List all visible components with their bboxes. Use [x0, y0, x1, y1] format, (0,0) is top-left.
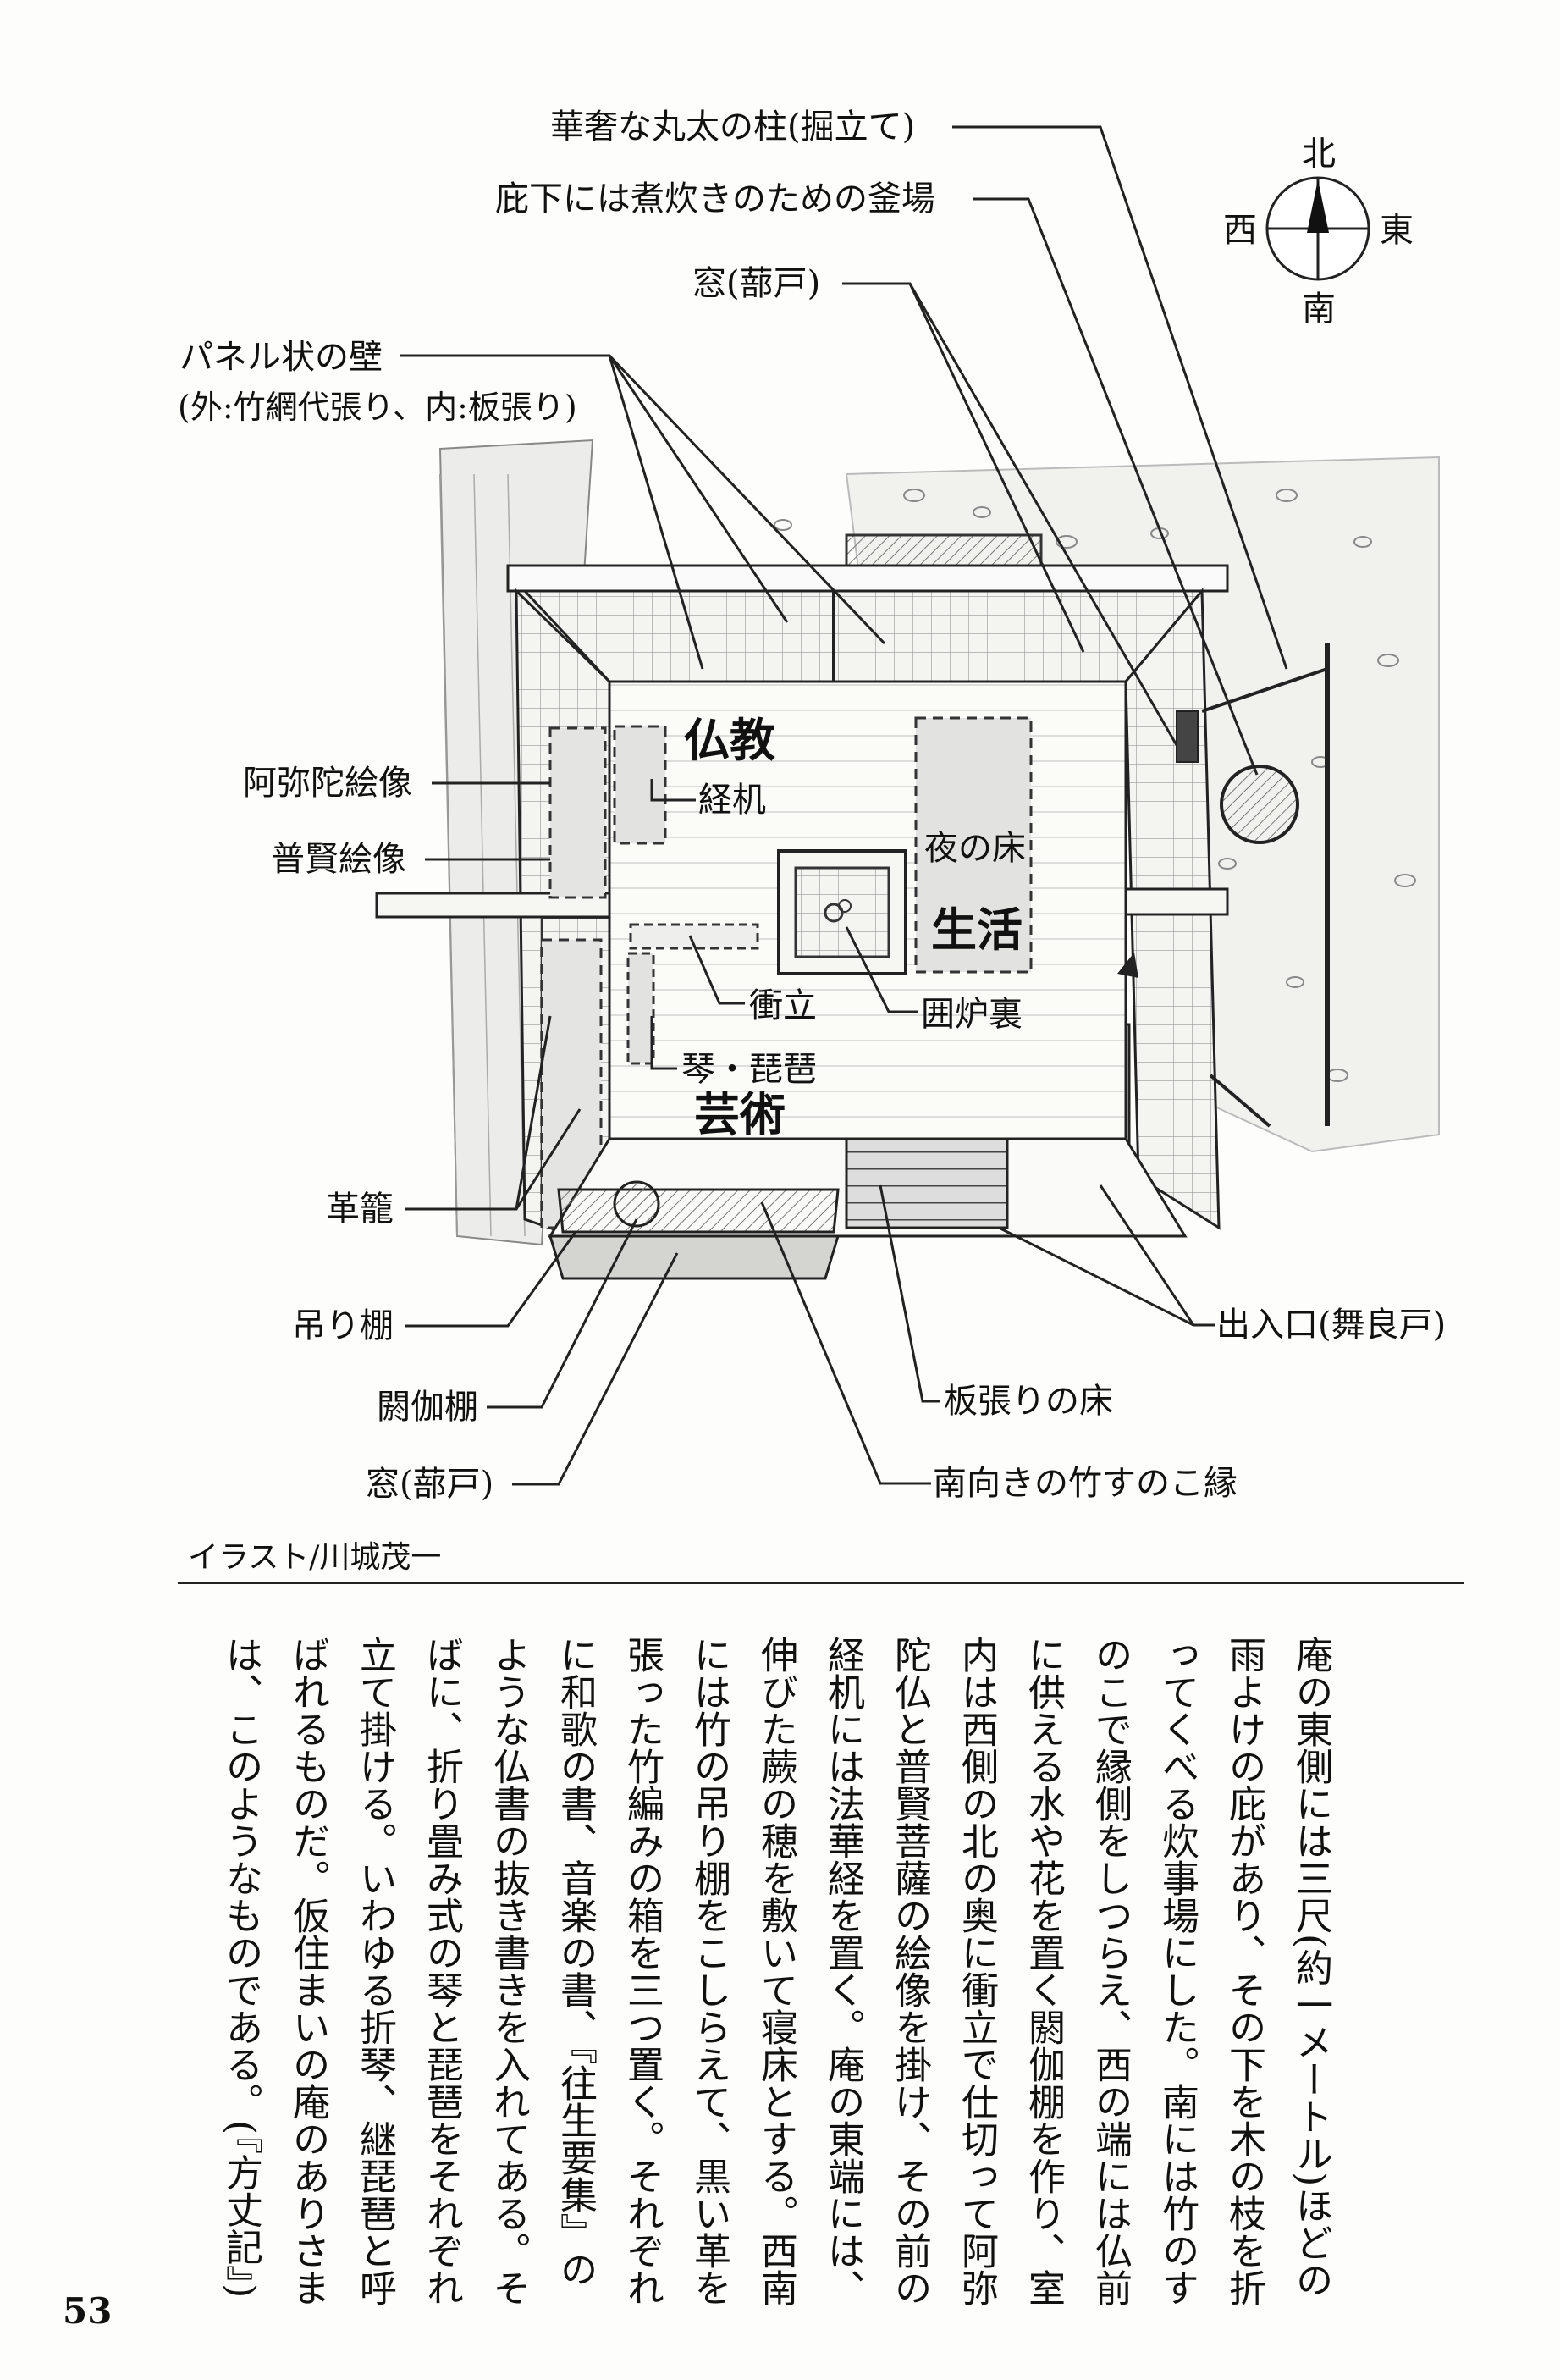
bed-zone — [914, 716, 1033, 974]
label-kawago: 革籠 — [326, 1190, 394, 1229]
zone-life: 生活 — [931, 903, 1023, 957]
body-text: 庵の東側には三尺(約一メートル)ほどの雨よけの庇があり、その下を木の枝を折ってく… — [219, 1636, 1332, 2306]
koto-zone — [626, 952, 655, 1065]
label-yoru-no-toko: 夜の床 — [924, 829, 1026, 868]
label-window-top: 窓(蔀戸) — [692, 264, 821, 303]
leader-lines — [400, 125, 1288, 1486]
label-tsuitate: 衝立 — [749, 986, 817, 1025]
label-irori: 囲炉裏 — [921, 995, 1023, 1034]
front-floor — [548, 1137, 1188, 1280]
label-tsuridana: 吊り棚 — [292, 1306, 394, 1345]
zone-buddhism: 仏教 — [684, 714, 775, 767]
compass-west: 西 — [1223, 211, 1257, 250]
label-pillar: 華奢な丸太の柱(掘立て) — [550, 108, 916, 146]
entrance-arrow-east — [1117, 953, 1138, 978]
divider-rule — [178, 1582, 1464, 1584]
label-akadana: 閼伽棚 — [377, 1388, 478, 1427]
label-kyozukue: 経机 — [698, 781, 766, 820]
label-koto-biwa: 琴・琵琶 — [681, 1050, 817, 1089]
label-wood-floor: 板張りの床 — [944, 1382, 1113, 1421]
compass-rose — [1265, 176, 1370, 281]
west-scroll-zone — [548, 726, 607, 899]
roof-beams — [506, 533, 1229, 683]
label-panel-wall-note: (外:竹網代張り、内:板張り) — [178, 389, 577, 426]
illustration-credit: イラスト/川城茂一 — [188, 1540, 442, 1575]
page-number: 53 — [63, 2290, 113, 2332]
irori-hearth — [777, 849, 907, 975]
compass-south: 南 — [1302, 290, 1336, 329]
label-amida: 阿弥陀絵像 — [243, 764, 412, 803]
label-entrance: 出入口(舞良戸) — [1216, 1306, 1447, 1345]
kyozukue-zone — [613, 725, 667, 845]
label-fugen: 普賢絵像 — [271, 840, 406, 879]
label-bamboo-veranda: 南向きの竹すのこ縁 — [933, 1464, 1238, 1503]
label-panel-wall: パネル状の壁 — [179, 338, 383, 377]
compass-east: 東 — [1380, 211, 1414, 250]
compass-north: 北 — [1302, 135, 1336, 174]
zone-boxes — [540, 716, 1033, 1229]
label-window-bottom: 窓(蔀戸) — [366, 1465, 494, 1504]
tsuitate-zone — [629, 923, 759, 950]
cauldron — [1220, 765, 1299, 844]
label-kitchen: 庇下には煮炊きのための釜場 — [495, 179, 935, 218]
zone-art: 芸術 — [694, 1088, 786, 1141]
